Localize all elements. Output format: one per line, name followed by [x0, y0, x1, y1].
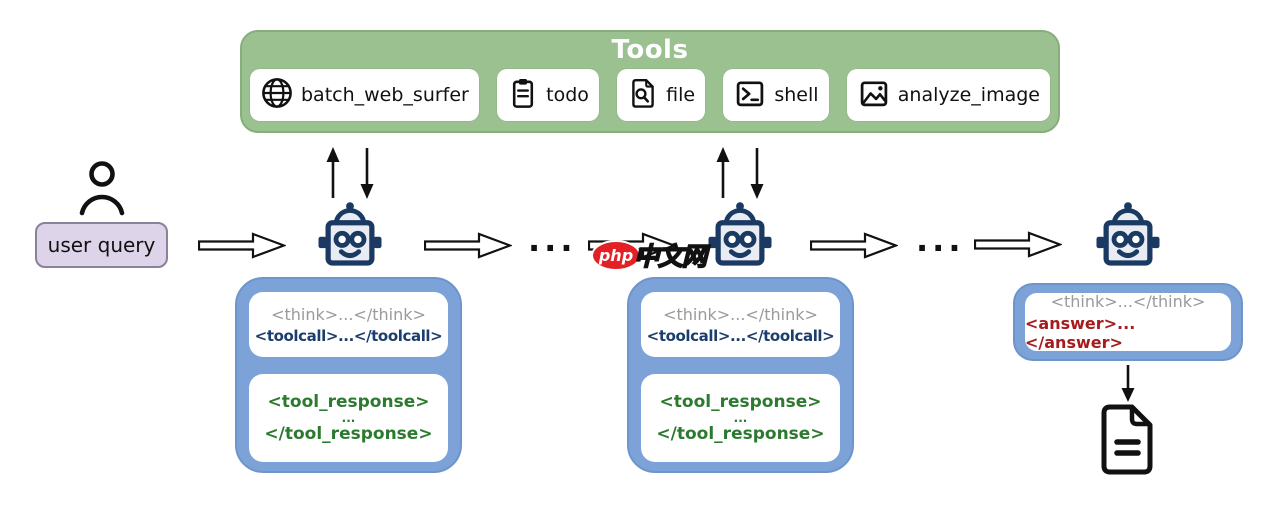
user-query-box: user query — [35, 222, 168, 268]
think-answer-card: <think>...</think> <answer>...</answer> — [1025, 292, 1231, 352]
ellipsis-2: ... — [916, 221, 965, 259]
arrow-agent2-next — [809, 232, 900, 263]
clipboard-icon — [507, 76, 539, 115]
robot-agent-icon-1 — [315, 200, 385, 274]
tool-response-ellipsis-text: ... — [733, 411, 748, 425]
ellipsis-1: ... — [528, 221, 577, 259]
php-watermark-badge: php — [593, 241, 639, 269]
arrow-user-to-agent — [197, 232, 288, 263]
think-tag-text: <think>...</think> — [1050, 292, 1206, 311]
tool-chip-batch-web-surfer: batch_web_surfer — [250, 69, 479, 121]
person-icon — [78, 161, 126, 221]
tool-response-open-text: <tool_response> — [659, 392, 822, 412]
globe-icon — [260, 76, 294, 115]
tool-response-card: <tool_response> ... </tool_response> — [249, 374, 448, 462]
tool-response-ellipsis-text: ... — [341, 411, 356, 425]
final-answer-box: <think>...</think> <answer>...</answer> — [1013, 283, 1243, 361]
tool-chip-shell: shell — [723, 69, 829, 121]
tool-chip-todo: todo — [497, 69, 599, 121]
php-watermark-text: 中文网 — [633, 241, 708, 272]
think-tag-text: <think>...</think> — [663, 304, 818, 324]
robot-agent-icon-2 — [705, 200, 775, 274]
arrow-agent1-next — [423, 232, 514, 263]
tool-chip-file: file — [617, 69, 706, 121]
tool-response-card: <tool_response> ... </tool_response> — [641, 374, 840, 462]
php-watermark: php 中文网 — [593, 237, 708, 273]
image-icon — [857, 76, 891, 115]
think-toolcall-card: <think>...</think> <toolcall>...</toolca… — [249, 292, 448, 357]
tool-chip-label: analyze_image — [897, 84, 1040, 106]
tool-exchange-arrows-1 — [322, 146, 376, 204]
tool-chip-label: todo — [546, 84, 589, 106]
tool-exchange-arrows-2 — [712, 146, 766, 204]
tools-panel-title: Tools — [611, 35, 689, 65]
tool-chip-label: shell — [774, 84, 819, 106]
tool-chip-analyze-image: analyze_image — [846, 69, 1050, 121]
arrow-to-final-agent — [973, 231, 1064, 262]
think-toolcall-card: <think>...</think> <toolcall>...</toolca… — [641, 292, 840, 357]
arrow-to-document — [1118, 365, 1138, 407]
tool-chip-label: file — [666, 84, 696, 106]
toolcall-tag-text: <toolcall>...</toolcall> — [254, 326, 443, 345]
tools-row: batch_web_surfer todo — [242, 68, 1058, 122]
terminal-icon — [733, 76, 767, 115]
tool-response-open-text: <tool_response> — [267, 392, 430, 412]
user-query-label: user query — [47, 233, 156, 257]
answer-tag-text: <answer>...</answer> — [1025, 314, 1136, 352]
think-tag-text: <think>...</think> — [271, 304, 426, 324]
tools-panel: Tools batch_web_surfer — [240, 30, 1060, 133]
file-search-icon — [627, 76, 659, 115]
agent-step-box-1: <think>...</think> <toolcall>...</toolca… — [235, 277, 462, 473]
tool-response-close-text: </tool_response> — [656, 424, 825, 444]
result-document-icon — [1096, 402, 1158, 482]
agent-step-box-2: <think>...</think> <toolcall>...</toolca… — [627, 277, 854, 473]
tool-response-close-text: </tool_response> — [264, 424, 433, 444]
toolcall-tag-text: <toolcall>...</toolcall> — [646, 326, 835, 345]
tool-chip-label: batch_web_surfer — [301, 84, 469, 106]
robot-agent-icon-3 — [1093, 200, 1163, 274]
